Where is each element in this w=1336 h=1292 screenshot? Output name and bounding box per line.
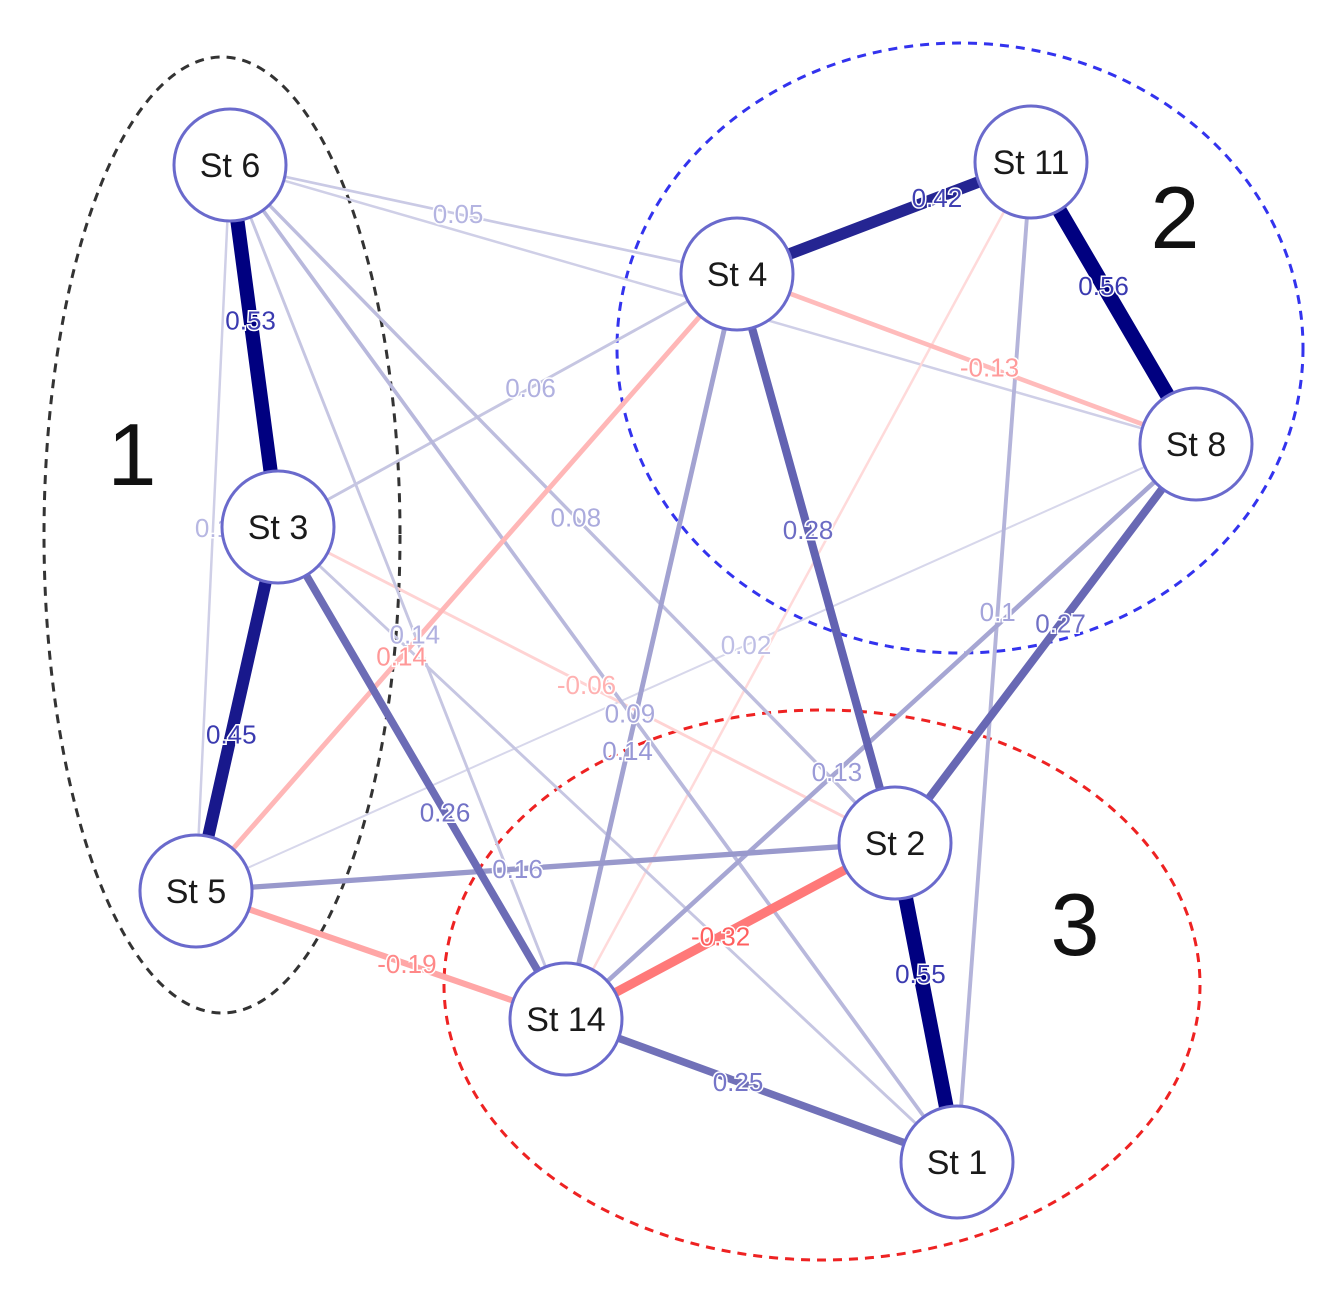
edge-label-st14-st8: 0.13 bbox=[812, 757, 863, 787]
edge-st4-st2 bbox=[732, 269, 900, 848]
edge-label-st4-st8: -0.13 bbox=[960, 353, 1019, 383]
edge-st3-st5 bbox=[189, 520, 285, 898]
edge-st5-st8 bbox=[195, 443, 1197, 892]
edge-label-st5-st2: 0.16 bbox=[492, 854, 543, 884]
cluster-3-outline bbox=[442, 708, 1202, 1262]
edge-label-st5-st14: -0.19 bbox=[377, 949, 436, 979]
edge-st14-st2 bbox=[561, 838, 900, 1024]
node-circle-st8 bbox=[1138, 386, 1254, 502]
edge-st6-st5 bbox=[194, 163, 232, 893]
edge-st6-st3 bbox=[222, 157, 286, 535]
edge-st14-st8 bbox=[563, 441, 1199, 1022]
node-circle-st5 bbox=[138, 833, 254, 949]
node-circle-st6 bbox=[172, 107, 288, 223]
edge-st3-st14 bbox=[274, 523, 570, 1023]
edge-st14-st4 bbox=[563, 271, 740, 1022]
edge-label-st3-st5: 0.45 bbox=[206, 720, 257, 750]
node-label-st14: St 14 bbox=[526, 1001, 605, 1039]
clusters-layer: 1 2 3 bbox=[42, 41, 1305, 1262]
edge-st6-st14 bbox=[228, 163, 568, 1021]
cluster-2-outline bbox=[615, 41, 1305, 655]
edge-st4-st8 bbox=[734, 271, 1199, 447]
edge-label-st11-st8: 0.56 bbox=[1078, 271, 1129, 301]
node-circle-st14 bbox=[508, 961, 624, 1077]
node-label-st6: St 6 bbox=[200, 147, 260, 185]
node-label-st11: St 11 bbox=[993, 144, 1070, 182]
edge-label-st4-st2: 0.28 bbox=[783, 515, 834, 545]
edge-label-st3-st4: 0.06 bbox=[505, 373, 556, 403]
edge-st6-st1 bbox=[228, 163, 959, 1164]
edge-st11-st1 bbox=[955, 160, 1033, 1164]
node-st4: St 4 bbox=[679, 216, 795, 332]
edge-label-st3-st14: 0.26 bbox=[420, 797, 471, 827]
edge-label-st11-st1: 0.1 bbox=[980, 597, 1016, 627]
node-label-st5: St 5 bbox=[166, 873, 226, 911]
node-st11: St 11 bbox=[973, 104, 1089, 220]
node-st8: St 8 bbox=[1138, 386, 1254, 502]
edge-label-st6-st14: 0.14 bbox=[389, 620, 440, 650]
edge-label-st14-st4: 0.14 bbox=[602, 736, 653, 766]
edge-label-st14-st2: -0.32 bbox=[691, 921, 750, 951]
node-circle-st11 bbox=[973, 104, 1089, 220]
node-circle-st2 bbox=[837, 785, 953, 901]
edge-st6-st2 bbox=[228, 163, 897, 845]
edge-st6-st4 bbox=[228, 163, 739, 276]
node-label-st8: St 8 bbox=[1166, 426, 1226, 464]
edge-st3-st2 bbox=[276, 525, 897, 845]
edge-label-st4-st11: 0.42 bbox=[912, 183, 963, 213]
edge-label-st6-st3: 0.53 bbox=[225, 306, 276, 336]
cluster-3-label: 3 bbox=[1051, 875, 1100, 974]
edge-labels-layer: 0.020.10.050.06-0.060.140.080.090.1-0.13… bbox=[193, 181, 1130, 1098]
edge-label-st8-st2: 0.27 bbox=[1035, 609, 1086, 639]
nodes-layer: St 6 St 3 St 5 St 4 St 11 St 8 St 2 St 14 St 1 bbox=[138, 104, 1254, 1220]
edge-label-st14-st1: 0.25 bbox=[713, 1067, 764, 1097]
cluster-2-label: 2 bbox=[1151, 168, 1200, 267]
edge-label-st6-st1: 0.09 bbox=[605, 698, 656, 728]
edge-label-st6-st4: 0.05 bbox=[433, 199, 484, 229]
edge-st5-st2 bbox=[193, 840, 898, 894]
edge-label-st5-st8: 0.02 bbox=[721, 630, 772, 660]
edge-st8-st2 bbox=[891, 440, 1200, 847]
node-circle-st4 bbox=[679, 216, 795, 332]
edge-st14-st1 bbox=[562, 1015, 961, 1166]
node-st6: St 6 bbox=[172, 107, 288, 223]
edge-st5-st14 bbox=[192, 887, 570, 1023]
node-label-st2: St 2 bbox=[865, 825, 925, 863]
edge-st11-st14 bbox=[564, 160, 1033, 1021]
edge-label-st3-st2: -0.06 bbox=[557, 670, 616, 700]
node-st3: St 3 bbox=[220, 469, 336, 585]
cluster-1-label: 1 bbox=[108, 405, 157, 504]
edge-st5-st4 bbox=[193, 271, 740, 894]
node-st1: St 1 bbox=[899, 1104, 1015, 1220]
cluster-1-outline bbox=[42, 55, 402, 1015]
node-circle-st1 bbox=[899, 1104, 1015, 1220]
node-st5: St 5 bbox=[138, 833, 254, 949]
edge-label-st6-st2: 0.08 bbox=[550, 503, 601, 533]
node-label-st4: St 4 bbox=[707, 256, 767, 294]
node-circle-st3 bbox=[220, 469, 336, 585]
edge-label-st5-st4: 0.14 bbox=[376, 642, 427, 672]
node-label-st3: St 3 bbox=[248, 509, 308, 547]
node-st14: St 14 bbox=[508, 961, 624, 1077]
node-st2: St 2 bbox=[837, 785, 953, 901]
node-label-st1: St 1 bbox=[927, 1144, 987, 1182]
edge-label-st2-st1: 0.55 bbox=[895, 959, 946, 989]
edge-st3-st1 bbox=[276, 525, 959, 1164]
